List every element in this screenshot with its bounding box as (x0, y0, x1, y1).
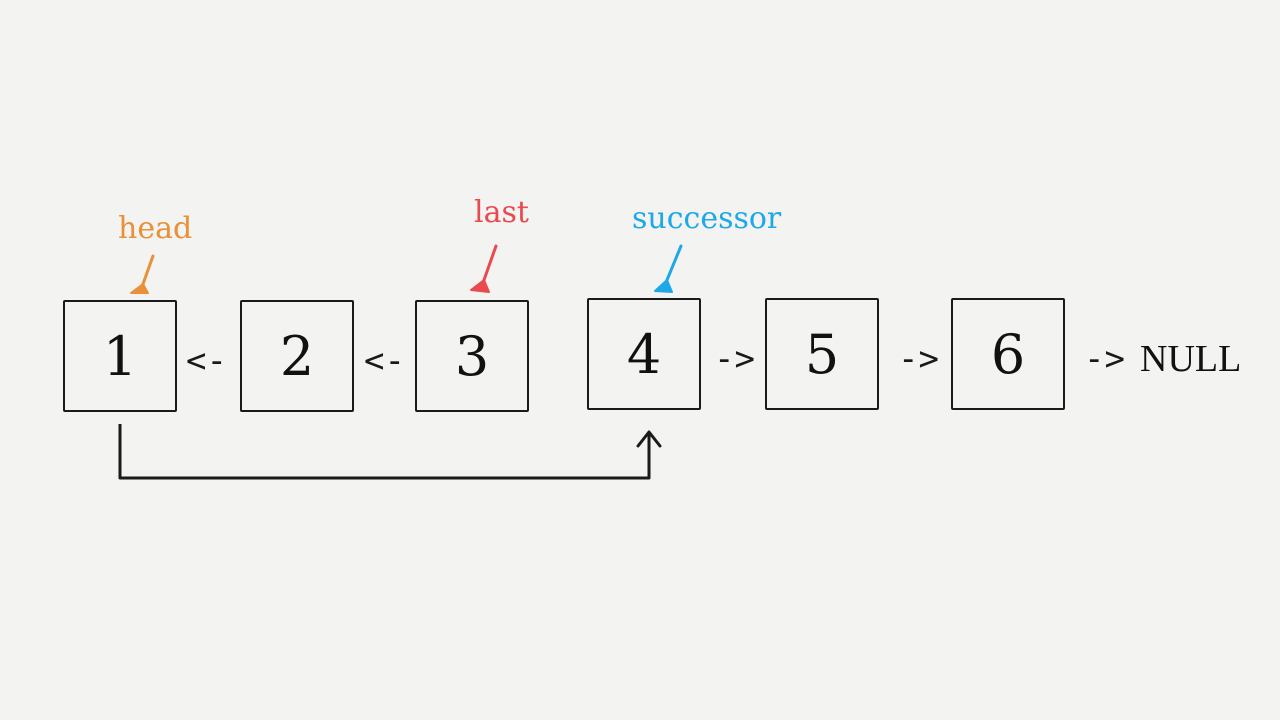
head-pointer-label: head (118, 211, 193, 246)
last-pointer-label: last (474, 195, 529, 230)
list-node-2: 2 (240, 300, 354, 412)
head-pointer-arrow (130, 254, 155, 294)
successor-pointer-label: successor (632, 201, 782, 236)
list-node-4: 4 (587, 298, 701, 410)
forward-link-4-to-5: -> (714, 339, 755, 379)
list-node-1: 1 (63, 300, 177, 412)
reverse-link-3-to-2: <- (364, 341, 405, 381)
successor-pointer-arrow (654, 244, 683, 293)
last-pointer-arrow (470, 244, 498, 293)
list-node-5: 5 (765, 298, 879, 410)
null-terminator: NULL (1140, 338, 1242, 380)
head-next-connector (118, 424, 662, 480)
list-node-3: 3 (415, 300, 529, 412)
forward-link-6-to-null: -> (1084, 339, 1125, 379)
forward-link-5-to-6: -> (898, 339, 939, 379)
reverse-link-2-to-1: <- (186, 341, 227, 381)
list-node-6: 6 (951, 298, 1065, 410)
